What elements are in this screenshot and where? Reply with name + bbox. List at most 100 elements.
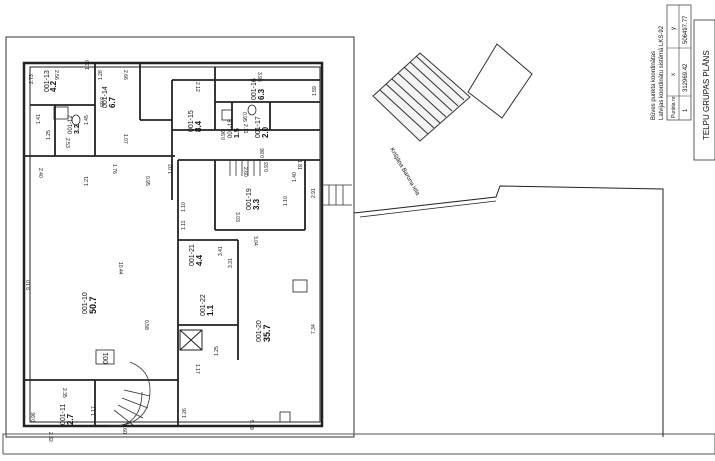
coordinates-table: Būves punkta koordinātas Latvijas koordi… bbox=[651, 4, 692, 121]
building-label: 001 bbox=[103, 352, 110, 364]
dim-label: 1.17 bbox=[91, 406, 97, 416]
coord-row-x: 312969.42 bbox=[683, 63, 689, 92]
street-name: Krišjāņa Barona iela bbox=[388, 147, 420, 197]
dim-label: 1.10 bbox=[181, 202, 187, 212]
dim-label: 9.10 bbox=[26, 280, 32, 290]
dim-label: 1.11 bbox=[181, 220, 187, 230]
outer-walls bbox=[22, 61, 324, 428]
room-area: 6.3 bbox=[257, 88, 266, 100]
dim-label: 2.60 bbox=[242, 167, 248, 177]
coord-row-nr: 1 bbox=[683, 108, 689, 112]
dim-label: 0.96 bbox=[31, 412, 37, 422]
dim-label: 2.40 bbox=[37, 168, 43, 178]
room-id: 001-10 bbox=[82, 292, 89, 314]
dim-label: 0.58 bbox=[143, 320, 149, 330]
plot-boundary-inner bbox=[359, 200, 497, 218]
dim-label: 0.96 bbox=[221, 130, 227, 140]
room-id: 001-16 bbox=[251, 78, 258, 100]
dim-label: 1.41 bbox=[36, 114, 42, 124]
coord-col-point: Punkta nr. bbox=[671, 95, 677, 118]
room-area: 4.4 bbox=[195, 254, 204, 266]
dim-label: 1.25 bbox=[214, 346, 220, 356]
dim-label: 2.35 bbox=[61, 388, 67, 398]
dim-label: 2.73 bbox=[29, 74, 35, 84]
plot-boundary bbox=[353, 185, 664, 437]
coord-col-y: y bbox=[671, 27, 677, 30]
coord-heading: Būves punkta koordinātas bbox=[651, 51, 657, 120]
dim-label: 3.41 bbox=[218, 246, 224, 256]
fixtures bbox=[53, 104, 308, 423]
dim-label: 1.40 bbox=[292, 172, 298, 182]
dim-label: 1.10 bbox=[283, 196, 289, 206]
dim-label: 3.95 bbox=[256, 72, 262, 82]
room-area: 1.5 bbox=[234, 128, 241, 138]
room-id: 001-22 bbox=[200, 294, 207, 316]
title-box bbox=[693, 19, 715, 161]
dim-label: 1.28 bbox=[98, 70, 104, 80]
dim-label: 7.34 bbox=[311, 324, 317, 334]
room-id: 001-11 bbox=[60, 404, 67, 425]
room-id: 001-13 bbox=[44, 70, 51, 92]
interior-walls bbox=[24, 63, 320, 426]
room-id: 001-12 bbox=[68, 115, 74, 134]
dim-label: 1.21 bbox=[84, 176, 90, 186]
dim-label: 0.95 bbox=[241, 112, 247, 122]
dim-label: 3.31 bbox=[228, 258, 234, 268]
dim-label: 1.76 bbox=[111, 164, 117, 174]
dim-label: 2.91 bbox=[311, 188, 317, 198]
stairs bbox=[109, 160, 352, 427]
dim-label: 1.59 bbox=[312, 86, 318, 96]
sheet-title: TELPU GRUPAS PLĀNS bbox=[702, 50, 711, 140]
room-area: 50.7 bbox=[88, 296, 98, 314]
neighbour-building bbox=[372, 43, 533, 142]
room-area: 2.0 bbox=[261, 126, 270, 138]
dim-label: 1.02 bbox=[168, 164, 174, 174]
dimension-labels: 2.73 2.56 1.30 2.66 1.28 0.65 1.41 1.25 … bbox=[26, 60, 318, 442]
dim-label: 1.26 bbox=[182, 408, 188, 418]
dim-label: 10.44 bbox=[117, 262, 123, 275]
room-area: 3.3 bbox=[252, 198, 261, 210]
dim-label: 2.60 bbox=[121, 424, 127, 434]
room-id: 001-15 bbox=[188, 110, 195, 132]
dim-label: 2.56 bbox=[53, 70, 59, 80]
building-label-box bbox=[95, 349, 115, 365]
building-outline bbox=[5, 36, 355, 438]
room-id: 001-17 bbox=[255, 116, 262, 138]
dim-label: 2.11 bbox=[242, 124, 248, 134]
shaft-marker bbox=[179, 329, 203, 351]
room-id: 001-21 bbox=[189, 244, 196, 266]
dim-label: 5.19 bbox=[248, 420, 254, 430]
room-labels: 001-13 4.2 001-14 6.7 001-12 3.2 001-15 … bbox=[44, 70, 272, 425]
dim-label: 0.86 bbox=[260, 148, 266, 158]
dim-label: 1.81 bbox=[296, 160, 302, 170]
dim-label: 2.66 bbox=[122, 70, 128, 80]
room-id: 001-14 bbox=[102, 86, 109, 108]
dim-label: 3.03 bbox=[234, 212, 240, 222]
room-id: 001-18 bbox=[228, 119, 234, 138]
coord-system: Latvijas koordinātu sistēmā LKS-92 bbox=[659, 25, 665, 120]
dim-label: 2.32 bbox=[47, 432, 53, 442]
room-area: 2.7 bbox=[66, 413, 75, 425]
dim-label: 1.17 bbox=[194, 364, 200, 374]
room-area: 35.7 bbox=[262, 324, 272, 342]
dim-label: 1.45 bbox=[84, 115, 90, 125]
sheet-bottom-frame bbox=[2, 433, 715, 455]
room-id: 001-20 bbox=[256, 320, 263, 342]
dim-label: 2.12 bbox=[194, 82, 200, 92]
room-area: 4.2 bbox=[49, 80, 58, 92]
coord-row-y: 506497.77 bbox=[683, 15, 689, 44]
dim-label: 1.30 bbox=[85, 60, 91, 70]
dim-label: 1.07 bbox=[122, 134, 128, 144]
coord-col-x: x bbox=[671, 73, 677, 76]
room-area: 3.2 bbox=[74, 124, 81, 134]
dim-label: 0.93 bbox=[264, 162, 270, 172]
dim-label: 2.53 bbox=[64, 138, 70, 148]
room-area: 8.4 bbox=[194, 120, 203, 132]
dim-label: 1.25 bbox=[46, 130, 52, 140]
room-area: 1.1 bbox=[206, 304, 215, 316]
dim-label: 0.65 bbox=[98, 97, 104, 107]
dim-label: 0.95 bbox=[144, 176, 150, 186]
dim-label: 3.04 bbox=[252, 236, 258, 246]
room-area: 6.7 bbox=[108, 96, 117, 108]
